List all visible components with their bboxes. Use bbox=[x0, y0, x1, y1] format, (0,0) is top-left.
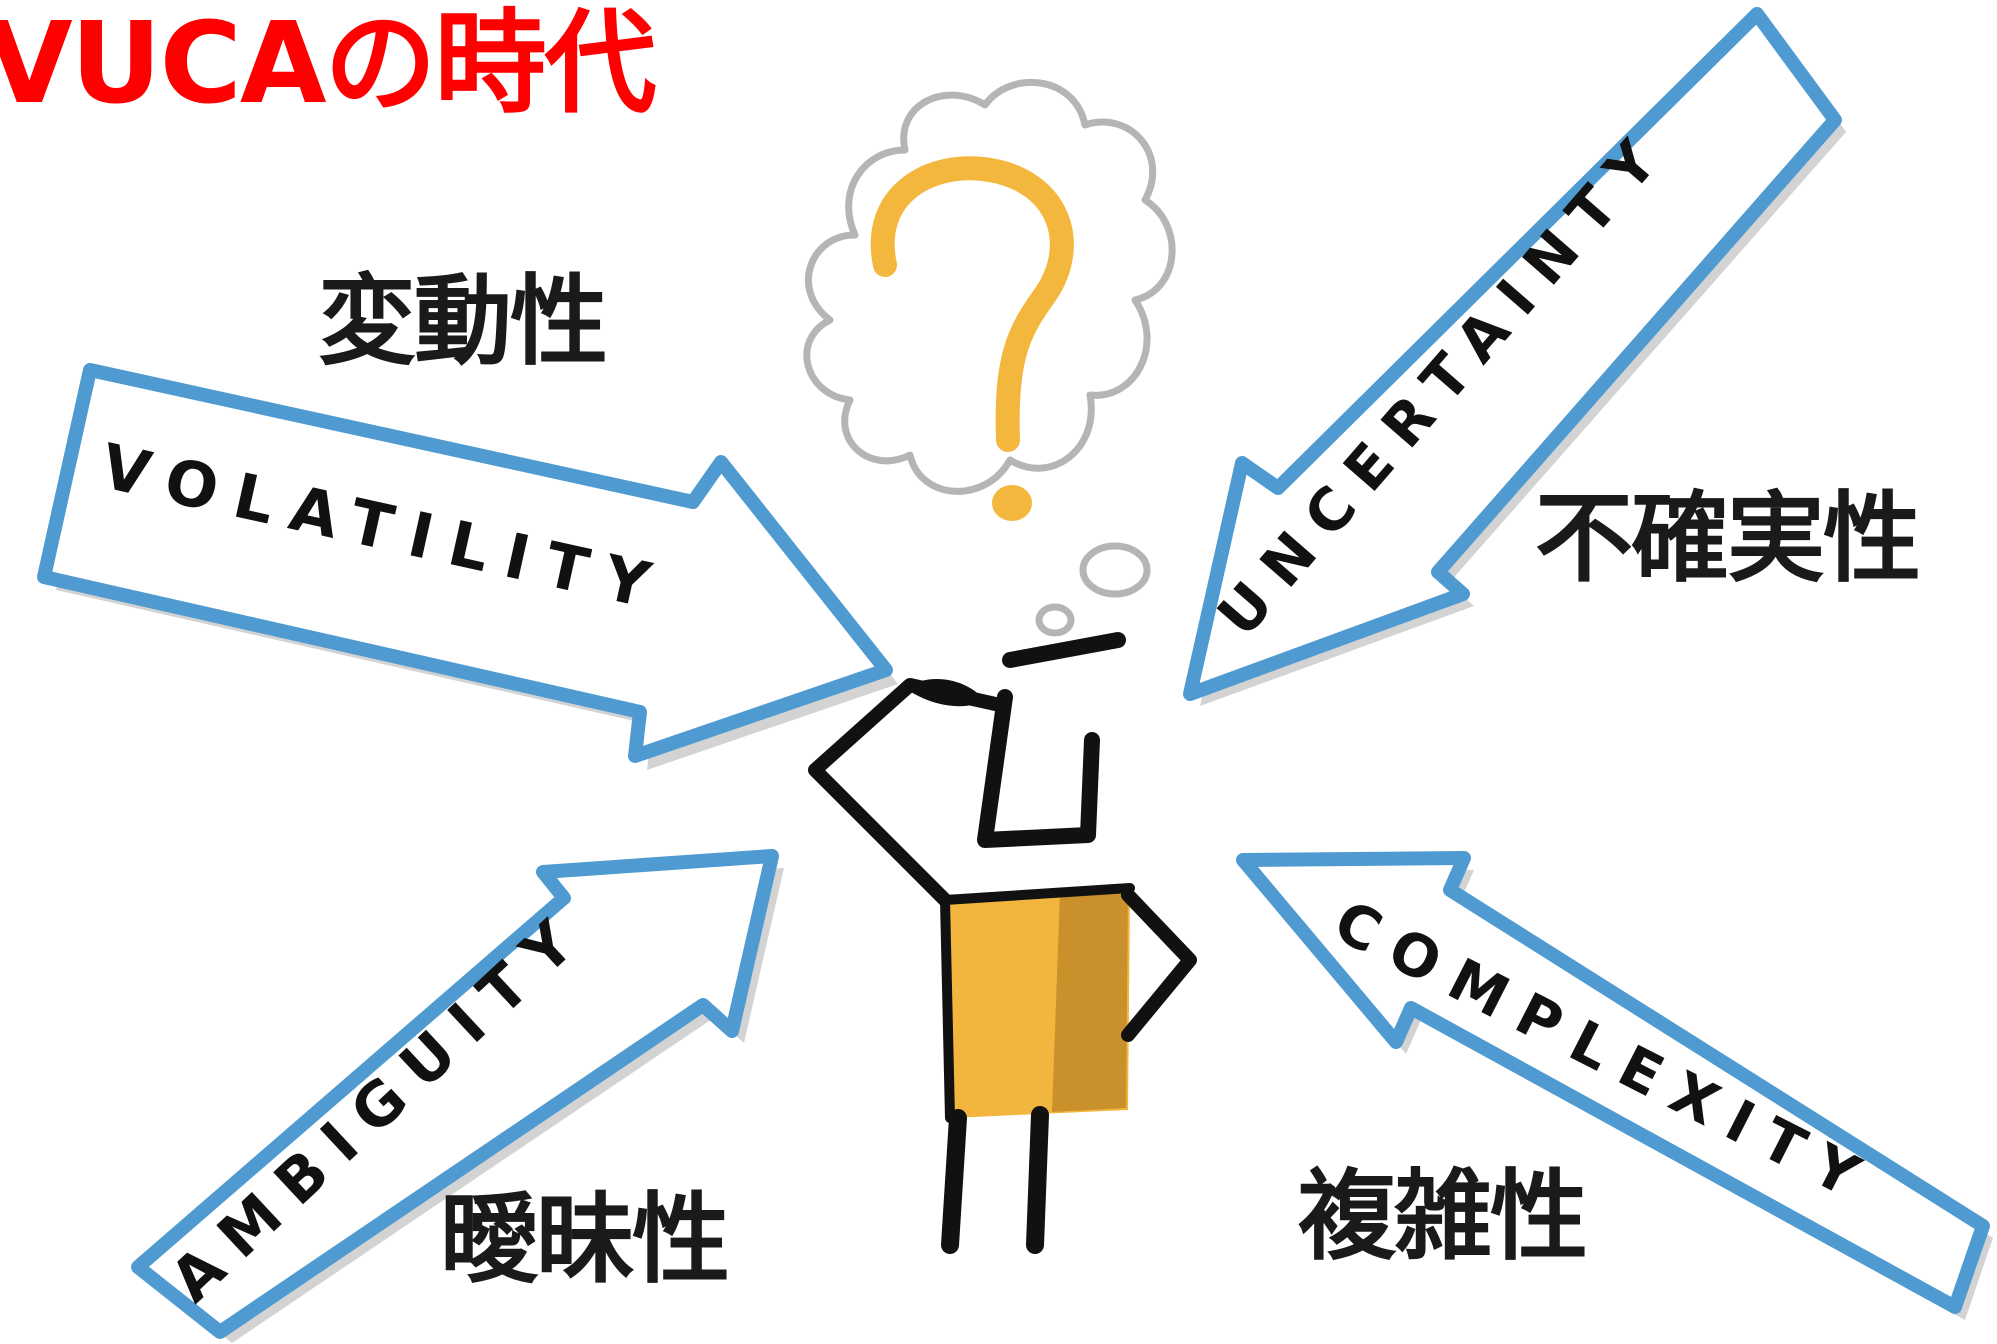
thinking-person-icon bbox=[808, 632, 1197, 1254]
question-mark-icon bbox=[870, 156, 1074, 521]
thought-cloud bbox=[803, 79, 1176, 637]
uncertainty-jp-label: 不確実性 bbox=[1535, 482, 1921, 596]
volatility-jp-label: 変動性 bbox=[318, 265, 608, 379]
ambiguity-jp-label: 曖昧性 bbox=[440, 1183, 730, 1297]
volatility-arrow: VOLATILITY bbox=[37, 363, 898, 770]
page-title: VUCAの時代 bbox=[0, 0, 656, 129]
complexity-jp-label: 複雑性 bbox=[1298, 1160, 1588, 1274]
uncertainty-arrow: UNCERTAINTY bbox=[1183, 7, 1846, 706]
